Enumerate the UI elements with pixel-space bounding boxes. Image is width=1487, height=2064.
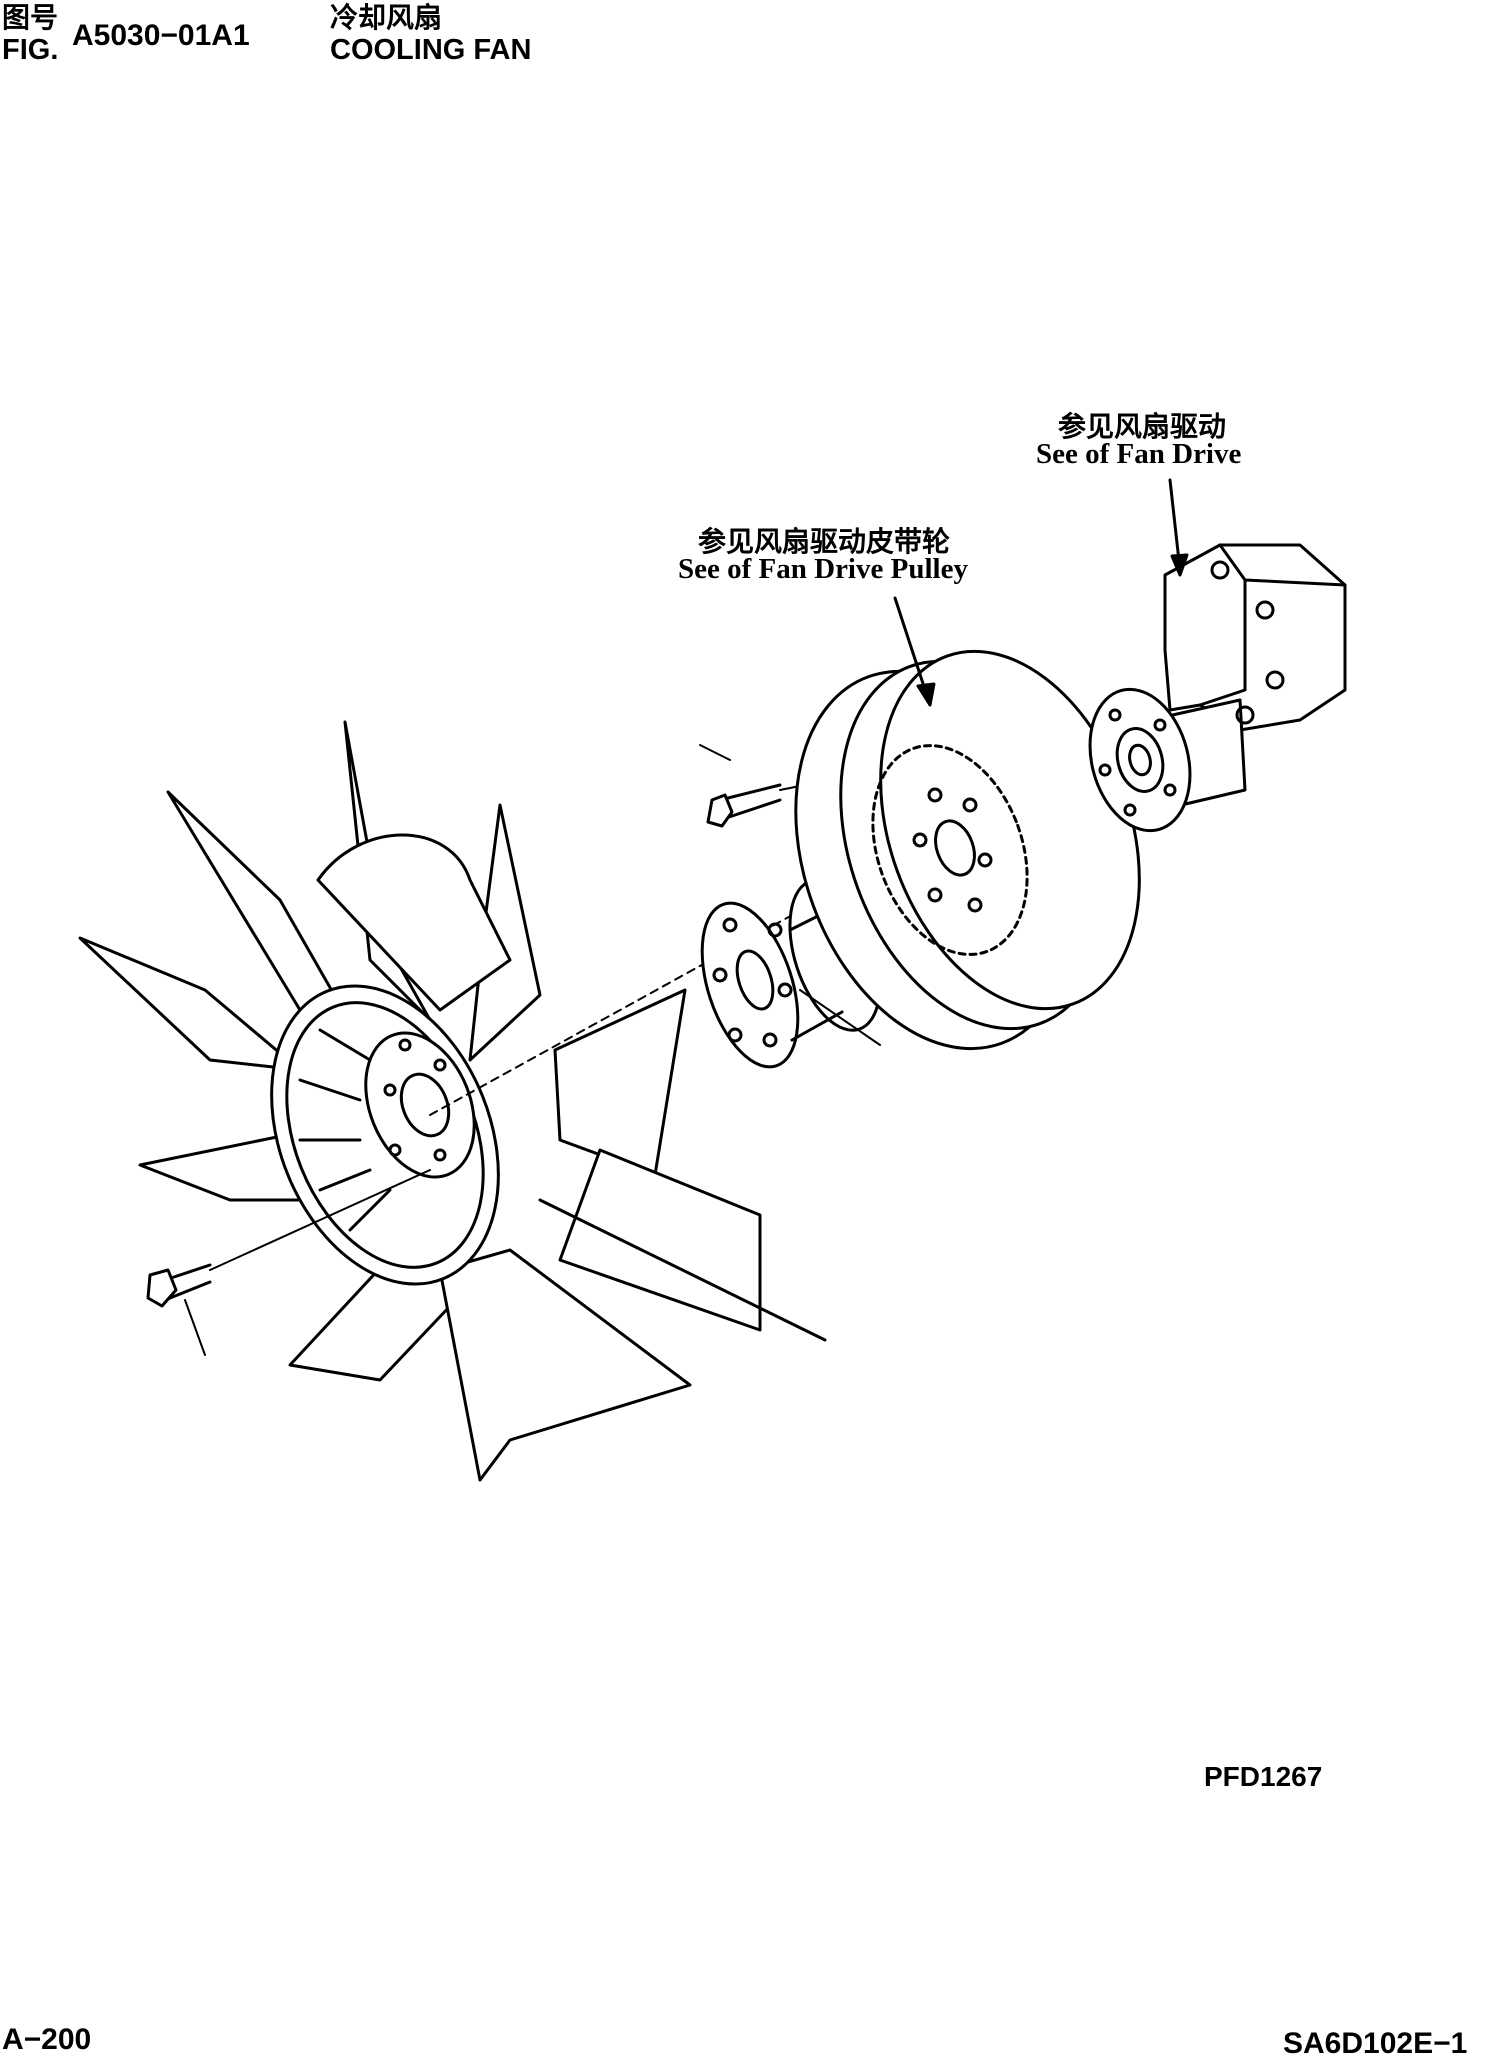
callout-fan-drive-en: See of Fan Drive	[1036, 438, 1242, 470]
fig-number: A5030−01A1	[72, 19, 250, 52]
page-number: A−200	[2, 2023, 92, 2056]
pulley-drawing	[746, 598, 1186, 1088]
fan-drive-housing-drawing	[1075, 480, 1345, 842]
fig-label-cn: 图号	[2, 1, 59, 34]
model-code: SA6D102E−1	[1283, 2027, 1468, 2060]
drawing-code: PFD1267	[1204, 1761, 1323, 1792]
fig-label-en: FIG.	[2, 34, 59, 66]
title-en: COOLING FAN	[330, 34, 532, 66]
fan-hub-drawing	[230, 952, 541, 1318]
callout-pulley-en: See of Fan Drive Pulley	[678, 553, 968, 585]
callout-pulley-cn: 参见风扇驱动皮带轮	[698, 525, 951, 558]
title-cn: 冷却风扇	[330, 1, 443, 34]
bolt-drawing	[148, 745, 805, 1355]
callout-fan-drive-cn: 参见风扇驱动	[1058, 410, 1227, 443]
